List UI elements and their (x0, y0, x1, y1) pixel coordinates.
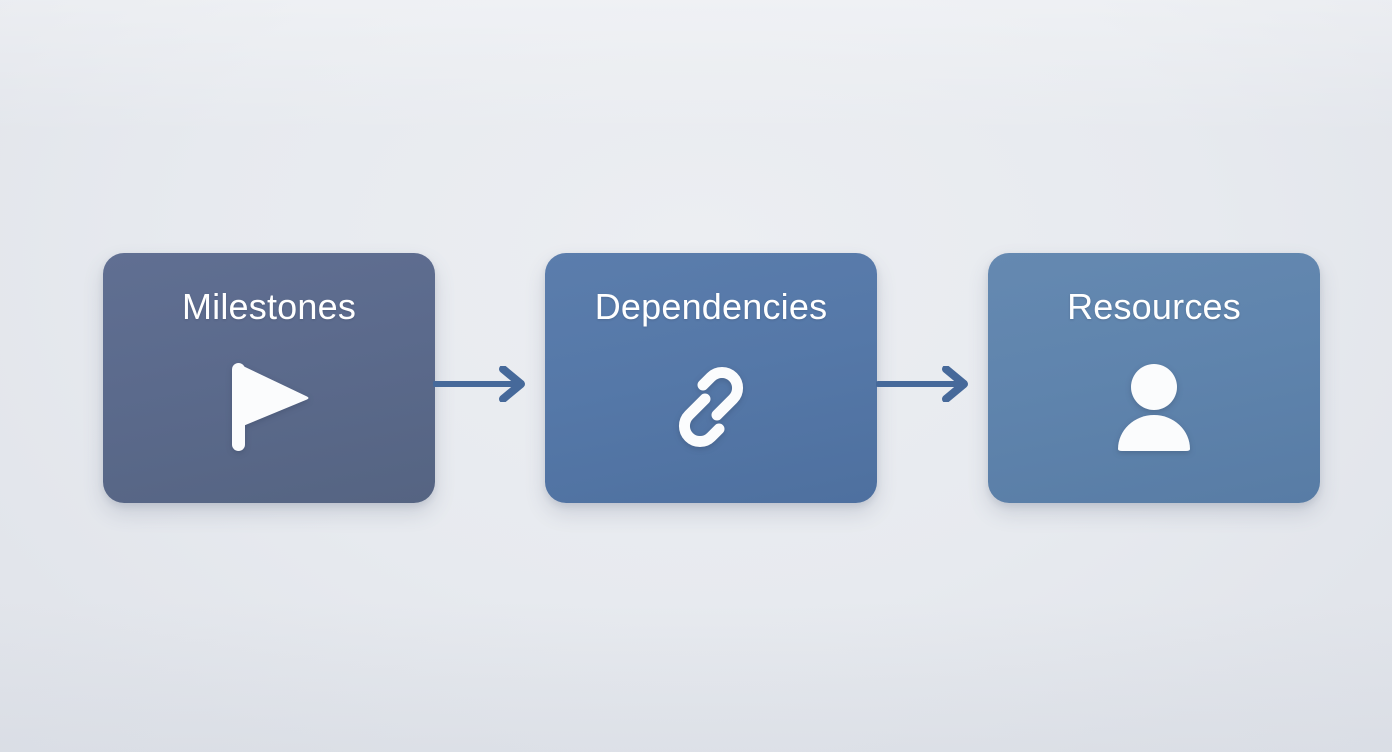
flow-node-content: Resources (988, 253, 1320, 503)
arrow-right-icon (876, 366, 976, 402)
flow-node-resources[interactable]: Resources (988, 253, 1320, 503)
flow-node-milestones[interactable]: Milestones (103, 253, 435, 503)
arrow-right-icon (433, 366, 533, 402)
flow-node-title: Resources (1067, 286, 1241, 327)
flow-node-title: Dependencies (594, 286, 828, 327)
flow-node-content: Milestones (103, 253, 435, 503)
link-chain-icon (659, 355, 763, 459)
flag-icon (217, 355, 321, 459)
person-icon (1102, 355, 1206, 459)
flow-node-title: Milestones (181, 286, 357, 327)
flow-node-dependencies[interactable]: Dependencies (545, 253, 877, 503)
flow-node-content: Dependencies (545, 253, 877, 503)
